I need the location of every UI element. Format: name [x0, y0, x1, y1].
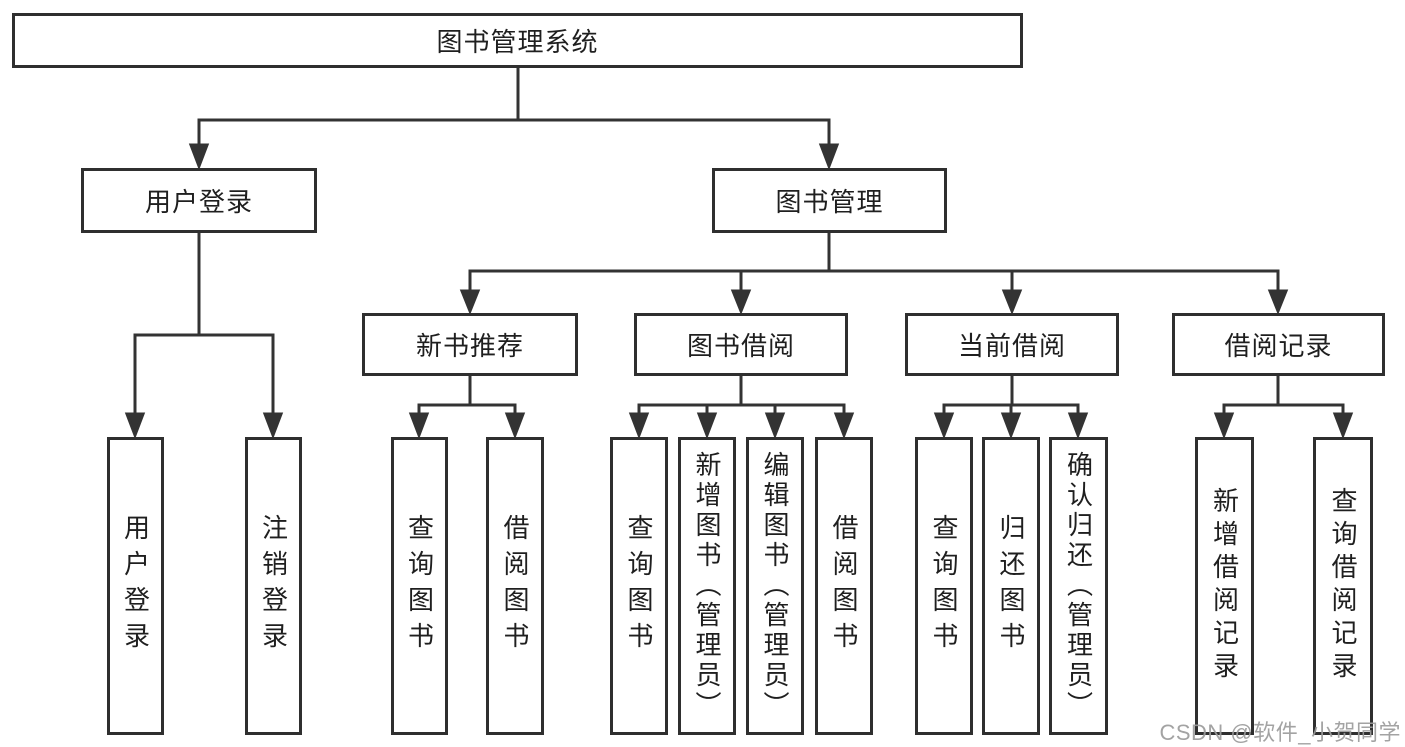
node-new-book-recommend: 新书推荐: [362, 313, 578, 376]
leaf-query-book-2: 查询图书: [610, 437, 668, 735]
leaf-user-login: 用户登录: [107, 437, 164, 735]
leaf-return-book: 归还图书: [982, 437, 1040, 735]
node-user-login: 用户登录: [81, 168, 317, 233]
node-borrow-records: 借阅记录: [1172, 313, 1385, 376]
leaf-edit-book-admin: 编辑图书（管理员）: [746, 437, 804, 735]
csdn-watermark: CSDN @软件_小贺同学: [1159, 720, 1401, 745]
leaf-add-book-admin: 新增图书（管理员）: [678, 437, 736, 735]
node-root: 图书管理系统: [12, 13, 1023, 68]
leaf-query-borrow-record: 查询借阅记录: [1313, 437, 1373, 735]
leaf-borrow-book-2: 借阅图书: [815, 437, 873, 735]
leaf-confirm-return-admin: 确认归还（管理员）: [1049, 437, 1108, 735]
leaf-query-book-3: 查询图书: [915, 437, 973, 735]
node-book-management: 图书管理: [712, 168, 947, 233]
leaf-query-book-1: 查询图书: [391, 437, 448, 735]
leaf-add-borrow-record: 新增借阅记录: [1195, 437, 1254, 735]
node-book-borrow: 图书借阅: [634, 313, 848, 376]
leaf-borrow-book-1: 借阅图书: [486, 437, 544, 735]
leaf-logout: 注销登录: [245, 437, 302, 735]
node-current-borrow: 当前借阅: [905, 313, 1119, 376]
